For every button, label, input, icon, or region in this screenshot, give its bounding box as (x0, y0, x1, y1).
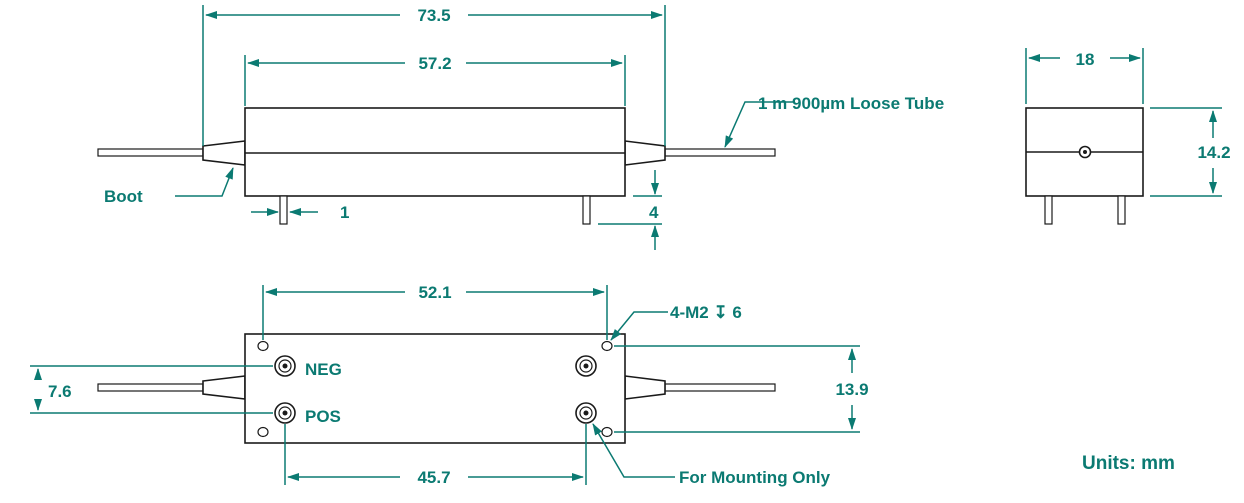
pin-pos (274, 402, 296, 424)
units-label: Units: mm (1082, 453, 1175, 474)
mounting-label: For Mounting Only (679, 468, 831, 487)
end-view: 18 14.2 (1025, 48, 1231, 225)
mount-hole-br (601, 426, 613, 438)
pos-label: POS (305, 407, 341, 426)
pin-neg (274, 355, 296, 377)
module-body-bottom (244, 333, 626, 444)
dim-overall-length: 73.5 (417, 6, 450, 25)
neg-label: NEG (305, 360, 342, 379)
fiber-left-bottom (97, 383, 204, 392)
dim-module-height: 14.2 (1197, 143, 1230, 162)
pin-left-side (279, 195, 288, 225)
fiber-right-bottom (664, 383, 776, 392)
fiber-right (664, 148, 776, 157)
pin-right-end (1117, 195, 1126, 225)
dim-pin-spacing-x: 45.7 (417, 468, 450, 487)
boot-right (624, 140, 666, 166)
fiber-left (97, 148, 204, 157)
dim-body-length: 57.2 (418, 54, 451, 73)
dim-module-width: 18 (1076, 50, 1095, 69)
dim-pin-length: 4 (649, 203, 659, 222)
dim-hole-spacing-x: 52.1 (418, 283, 451, 302)
module-body-side (244, 107, 626, 197)
boot-left (202, 140, 246, 166)
hole-callout: 4-M2 ↧ 6 (670, 303, 742, 322)
pin-right-side (582, 195, 591, 225)
pin-left-end (1044, 195, 1053, 225)
dim-pin-width: 1 (340, 203, 349, 222)
mount-hole-tl (257, 340, 269, 352)
pin-mount-top (575, 355, 597, 377)
boot-label: Boot (104, 187, 143, 206)
bottom-view: NEG POS 52.1 45.7 7.6 13.9 4-M2 ↧ 6 For … (30, 283, 1175, 487)
mount-hole-bl (257, 426, 269, 438)
pin-mount-bottom (575, 402, 597, 424)
mount-hole-tr (601, 340, 613, 352)
side-view: 73.5 57.2 1 m 900µm Loose Tube Boot 1 4 (97, 5, 944, 250)
dim-hole-spacing-y: 13.9 (835, 380, 868, 399)
fiber-label: 1 m 900µm Loose Tube (758, 94, 944, 113)
dim-fiber-offset: 7.6 (48, 382, 72, 401)
